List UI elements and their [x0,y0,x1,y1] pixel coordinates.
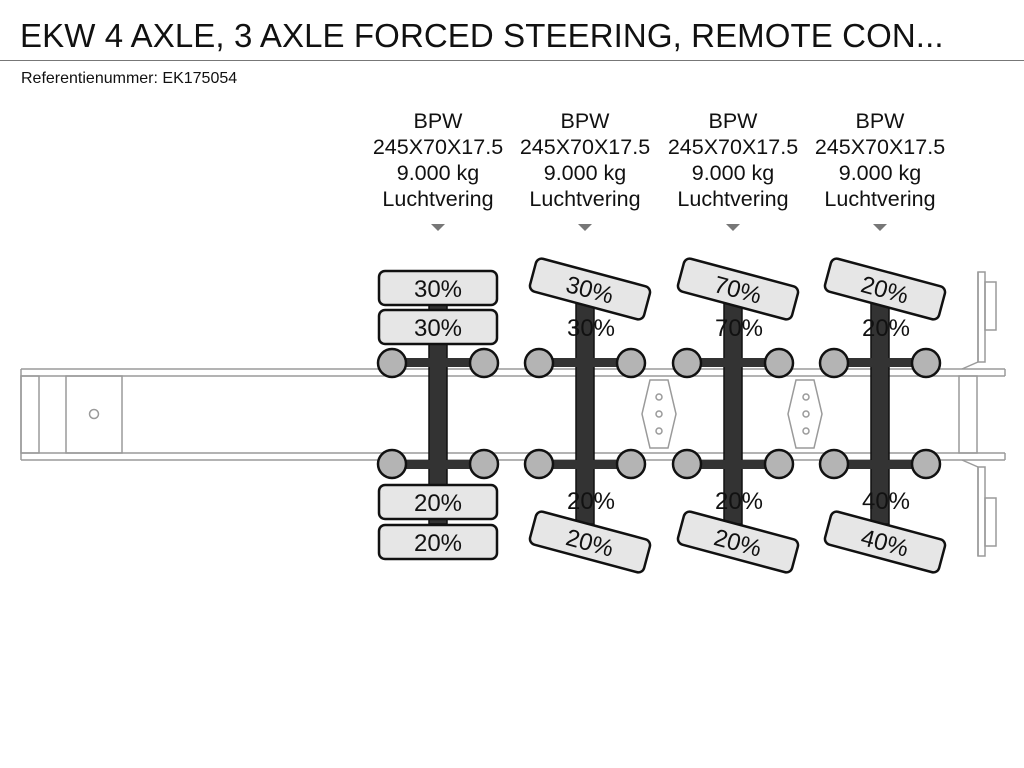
axle-suspension: Luchtvering [824,187,936,211]
tire-left-outer: 30% [528,257,652,321]
trailer-front-coupling [961,271,997,557]
tire-body [377,523,499,561]
axle-marker-icon [578,224,592,231]
tire-body [823,257,947,321]
wheel-hub [615,448,647,480]
tire-left-inner: 30% [377,308,499,346]
tire-right-inner-label: 20% [567,488,615,515]
page-title: EKW 4 AXLE, 3 AXLE FORCED STEERING, REMO… [20,17,944,54]
reference-number: Referentienummer: EK175054 [21,69,237,89]
axle-1: 30% 30% 20% 20% [376,269,500,561]
title-divider [0,60,1024,61]
tire-body [377,483,499,521]
tire-right-inner-label: 40% [862,488,910,515]
wheel-hub [615,347,647,379]
axle-suspension: Luchtvering [382,187,494,211]
axle-spec-4: BPW 245X70X17.5 9.000 kg Luchtvering [805,108,955,212]
axle-brand: BPW [855,109,905,133]
axle-spec-3: BPW 245X70X17.5 9.000 kg Luchtvering [658,108,808,212]
wheel-hub [376,448,408,480]
axle-brand: BPW [413,109,463,133]
tire-body [823,510,947,574]
wheel-hub [763,448,795,480]
axle-tire-size: 245X70X17.5 [372,135,504,159]
tire-body [528,510,652,574]
axle-suspension: Luchtvering [677,187,789,211]
hub-bar-bottom [687,460,779,469]
reference-label: Referentienummer: [21,70,158,87]
axle-4: 20%20%40%40% [818,257,947,574]
tire-right-outer: 20% [377,523,499,561]
tire-right-outer: 20% [528,510,652,574]
axle-marker-icon [873,224,887,231]
wheel-hub [671,448,703,480]
wheel-hub [910,448,942,480]
axle-load: 9.000 kg [543,161,627,185]
wheel-hub [376,347,408,379]
tire-left-inner-label: 70% [715,315,763,342]
axle-brand: BPW [560,109,610,133]
hub-bar-top [539,358,631,367]
hub-bar-top [392,358,484,367]
axle-brand: BPW [708,109,758,133]
tread-depth-label: 30% [414,276,462,303]
axle-load: 9.000 kg [838,161,922,185]
tire-body [377,269,499,307]
tread-depth-label: 20% [414,530,462,557]
axle-marker-icon [726,224,740,231]
tire-body [676,257,800,321]
axles-layer: 30%30%20%20%30%30%20%20%70%70%20%20%20%2… [376,257,947,574]
axle-tire-size: 245X70X17.5 [519,135,651,159]
hub-bar-bottom [392,460,484,469]
wheel-hub [671,347,703,379]
tire-body [676,510,800,574]
axle-load: 9.000 kg [691,161,775,185]
tire-left-outer: 30% [377,269,499,307]
axle-spec-2: BPW 245X70X17.5 9.000 kg Luchtvering [510,108,660,212]
wheel-hub [468,448,500,480]
hub-bar-top [687,358,779,367]
hub-bar-top [834,358,926,367]
axle-marker-icon [431,224,445,231]
hub-bar-bottom [539,460,631,469]
axle-tire-size: 245X70X17.5 [667,135,799,159]
wheel-hub [763,347,795,379]
wheel-hub [910,347,942,379]
axle-tire-size: 245X70X17.5 [814,135,946,159]
hub-bar-bottom [834,460,926,469]
tire-left-inner-label: 20% [862,315,910,342]
tire-right-inner: 20% [377,483,499,521]
tire-left-inner-label: 30% [567,315,615,342]
wheel-hub [818,347,850,379]
tire-right-inner-label: 20% [715,488,763,515]
axle-3: 70%70%20%20% [671,257,800,574]
wheel-hub [523,448,555,480]
wheel-hub [468,347,500,379]
tread-depth-label: 20% [414,490,462,517]
reference-value: EK175054 [162,70,238,87]
tire-body [377,308,499,346]
tire-body [528,257,652,321]
trailer-frame [20,368,1006,461]
wheel-hub [523,347,555,379]
axle-spec-1: BPW 245X70X17.5 9.000 kg Luchtvering [363,108,513,212]
axle-load: 9.000 kg [396,161,480,185]
wheel-hub [818,448,850,480]
axle-2: 30%30% 20%20% [523,257,652,574]
axle-suspension: Luchtvering [529,187,641,211]
tire-left-outer: 20% [823,257,947,321]
tread-depth-label: 30% [414,315,462,342]
